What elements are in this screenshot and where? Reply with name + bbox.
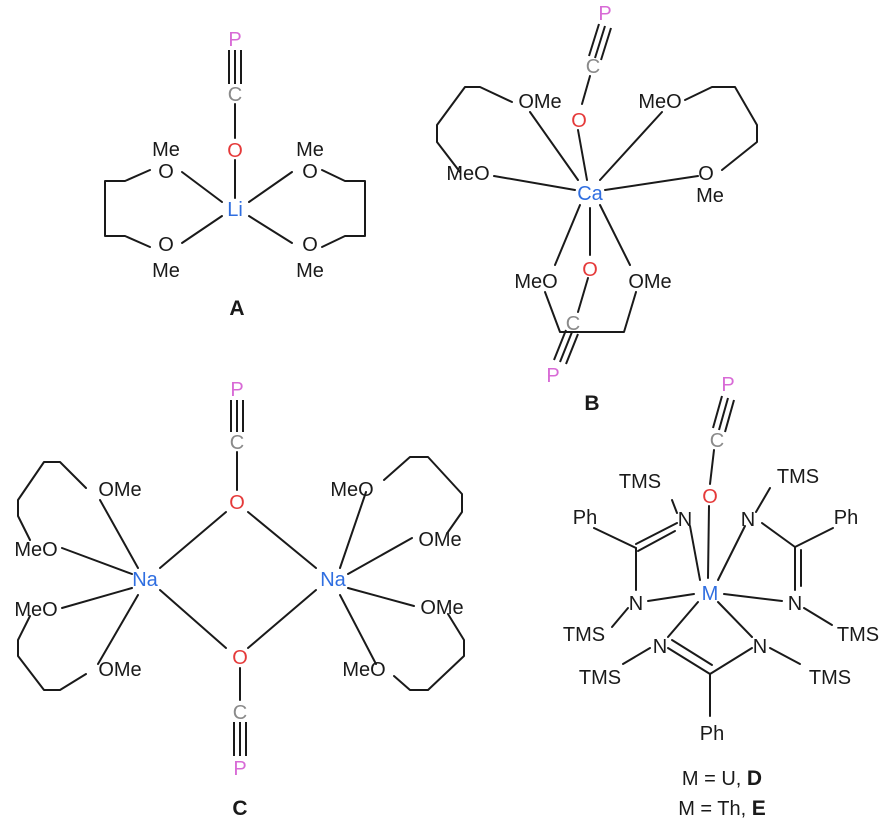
metal-atom-ca: Ca (577, 183, 603, 205)
carbon-atom: C (710, 430, 724, 452)
phosphorus-atom: P (598, 3, 611, 25)
nitrogen-label: N (653, 636, 667, 658)
methoxy-label: OMe (418, 529, 461, 551)
methyl-label: Me (152, 139, 180, 161)
oxygen-label: O (158, 161, 174, 183)
nitrogen-label: N (788, 593, 802, 615)
oxygen-atom: O (229, 492, 245, 514)
methoxy-label: OMe (518, 91, 561, 113)
phosphorus-atom: P (230, 379, 243, 401)
methoxy-label: OMe (628, 271, 671, 293)
methyl-label: Me (296, 139, 324, 161)
tms-label: TMS (579, 667, 621, 689)
methoxy-label: MeO (638, 91, 681, 113)
caption-d-letter: D (747, 767, 762, 790)
oxygen-atom: O (571, 110, 587, 132)
carbon-atom: C (233, 702, 247, 724)
structure-d: P C O M N N N N N N TMS TMS Ph Ph TMS TM… (563, 374, 879, 820)
phenyl-label: Ph (834, 507, 858, 529)
metal-atom-na: Na (320, 569, 346, 591)
methoxy-label: OMe (420, 597, 463, 619)
caption-a: A (229, 297, 244, 320)
methyl-label: Me (296, 260, 324, 282)
tms-label: TMS (809, 667, 851, 689)
structure-b: P C O Ca O C P OMe MeO MeO O Me MeO OMe … (436, 3, 758, 415)
carbon-atom: C (586, 56, 600, 78)
oxygen-atom: O (227, 140, 243, 162)
oxygen-label: O (302, 161, 318, 183)
phosphorus-atom: P (228, 29, 241, 51)
phosphorus-atom: P (546, 365, 559, 387)
methoxy-label: MeO (14, 539, 57, 561)
carbon-atom: C (230, 432, 244, 454)
carbon-atom: C (566, 313, 580, 335)
tms-label: TMS (563, 624, 605, 646)
oxygen-label: O (302, 234, 318, 256)
phosphorus-atom: P (721, 374, 734, 396)
phosphorus-atom: P (233, 758, 246, 780)
metal-atom-li: Li (227, 199, 243, 221)
caption-e: M = Th, E (678, 797, 766, 820)
nitrogen-label: N (753, 636, 767, 658)
caption-d-text: M = U, (682, 768, 747, 790)
caption-e-letter: E (752, 797, 766, 820)
oxygen-label: O (698, 163, 714, 185)
methoxy-label: MeO (446, 163, 489, 185)
oxygen-label: O (158, 234, 174, 256)
structure-c: P C O Na Na O C P OMe MeO MeO OMe MeO OM… (14, 379, 465, 820)
caption-d: M = U, D (682, 767, 762, 790)
carbon-atom: C (228, 84, 242, 106)
nitrogen-label: N (678, 509, 692, 531)
methoxy-label: MeO (514, 271, 557, 293)
methoxy-label: MeO (342, 659, 385, 681)
methoxy-label: MeO (14, 599, 57, 621)
methoxy-label: MeO (330, 479, 373, 501)
nitrogen-label: N (741, 509, 755, 531)
tms-label: TMS (837, 624, 879, 646)
phenyl-label: Ph (700, 723, 724, 745)
methyl-label: Me (152, 260, 180, 282)
tms-label: TMS (619, 471, 661, 493)
methyl-label: Me (696, 185, 724, 207)
methoxy-label: OMe (98, 659, 141, 681)
tms-label: TMS (777, 466, 819, 488)
structure-a: P C O Li Me O O Me Me O O Me A (104, 29, 366, 320)
nitrogen-label: N (629, 593, 643, 615)
caption-e-text: M = Th, (678, 798, 752, 820)
caption-b: B (584, 392, 599, 415)
caption-c: C (232, 797, 247, 820)
oxygen-atom: O (232, 647, 248, 669)
oxygen-atom: O (702, 486, 718, 508)
methoxy-label: OMe (98, 479, 141, 501)
phenyl-label: Ph (573, 507, 597, 529)
metal-atom-na: Na (132, 569, 158, 591)
metal-atom-m: M (702, 583, 719, 605)
oxygen-atom: O (582, 259, 598, 281)
